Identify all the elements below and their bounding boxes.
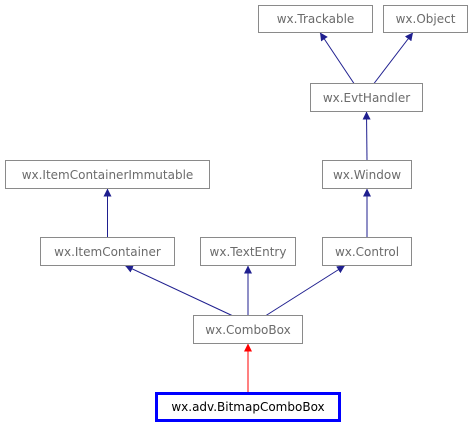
node-wx-itemcontainerimmutable-box	[5, 160, 210, 189]
node-wx-textentry-label: wx.TextEntry	[210, 245, 287, 259]
edge-evthandler-to-trackable	[319, 32, 355, 84]
node-wx-window[interactable]: wx.Window	[322, 160, 412, 189]
node-wx-itemcontainerimmutable-label: wx.ItemContainerImmutable	[22, 168, 194, 182]
node-wx-adv-bitmapcombobox-box	[155, 392, 341, 422]
edges-layer	[103, 32, 414, 394]
node-wx-evthandler-box	[310, 83, 423, 112]
edge-window-to-evthandler	[362, 111, 371, 161]
node-wx-itemcontainer-box	[40, 237, 175, 266]
node-wx-object[interactable]: wx.Object	[383, 5, 468, 33]
node-wx-trackable[interactable]: wx.Trackable	[258, 5, 373, 33]
node-wx-window-label: wx.Window	[333, 168, 401, 182]
edge-combobox-to-itemcontainer	[124, 265, 233, 316]
node-wx-trackable-label: wx.Trackable	[277, 12, 355, 26]
node-wx-evthandler-label: wx.EvtHandler	[323, 91, 410, 105]
node-wx-control-label: wx.Control	[335, 245, 399, 259]
nodes-layer: wx.Trackable wx.Object wx.EvtHandler wx.…	[5, 5, 468, 422]
node-wx-itemcontainer-label: wx.ItemContainer	[54, 245, 161, 259]
node-wx-object-box	[383, 5, 468, 33]
node-wx-itemcontainer[interactable]: wx.ItemContainer	[40, 237, 175, 266]
node-wx-adv-bitmapcombobox-label: wx.adv.BitmapComboBox	[171, 400, 324, 414]
node-wx-trackable-box	[258, 5, 373, 33]
node-wx-combobox[interactable]: wx.ComboBox	[193, 315, 303, 344]
node-wx-combobox-label: wx.ComboBox	[205, 323, 290, 337]
node-wx-textentry[interactable]: wx.TextEntry	[200, 237, 296, 266]
node-wx-textentry-box	[200, 237, 296, 266]
edge-combobox-to-control	[265, 265, 346, 316]
node-wx-itemcontainerimmutable[interactable]: wx.ItemContainerImmutable	[5, 160, 210, 189]
node-wx-control-box	[322, 237, 412, 266]
edge-evthandler-to-object	[373, 32, 414, 84]
node-wx-object-label: wx.Object	[396, 12, 456, 26]
node-wx-window-box	[322, 160, 412, 189]
node-wx-evthandler[interactable]: wx.EvtHandler	[310, 83, 423, 112]
node-wx-combobox-box	[193, 315, 303, 344]
node-wx-adv-bitmapcombobox[interactable]: wx.adv.BitmapComboBox	[155, 392, 341, 422]
node-wx-control[interactable]: wx.Control	[322, 237, 412, 266]
